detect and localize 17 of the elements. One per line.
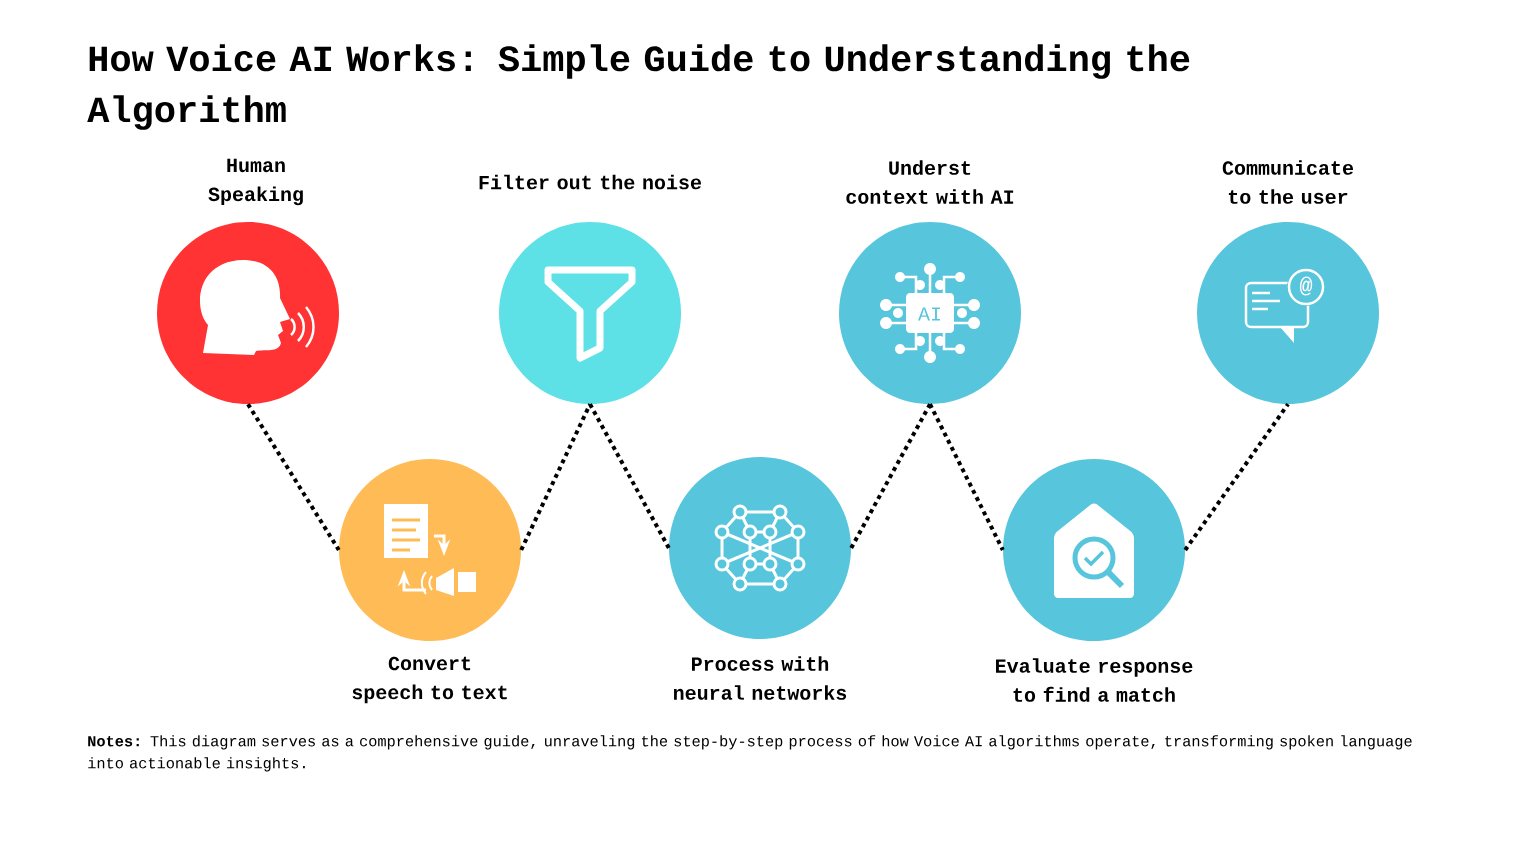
step-heading: Communicate to the user: [1222, 160, 1353, 204]
dotted-connector: [588, 403, 671, 549]
notes-text: Notes: This diagram serves as a comprehensive guide, unraveling the step-by-step process of how Voice AI algorithms operate, transforming spoken language into actionable insights.: [88, 735, 1412, 772]
step-heading: Convert speech to text: [352, 656, 507, 704]
step-heading: Evaluate response to find a match: [996, 658, 1193, 702]
dotted-connector: [1183, 403, 1290, 552]
step-heading: Process with neural networks: [674, 656, 847, 700]
at-sign: @: [1299, 276, 1313, 296]
step-heading: Human Speaking: [208, 158, 303, 206]
dotted-connector: [849, 403, 932, 549]
step-heading: Underst context with AI: [846, 160, 1014, 204]
dotted-connector: [246, 403, 341, 552]
dotted-connector: [519, 403, 592, 551]
title: How Voice AI Works: Simple Guide to Understanding the Algorithm: [87, 44, 1190, 130]
dotted-connector: [928, 403, 1005, 551]
chip-text: AI: [918, 307, 940, 321]
step-heading: Filter out the noise: [479, 174, 701, 190]
